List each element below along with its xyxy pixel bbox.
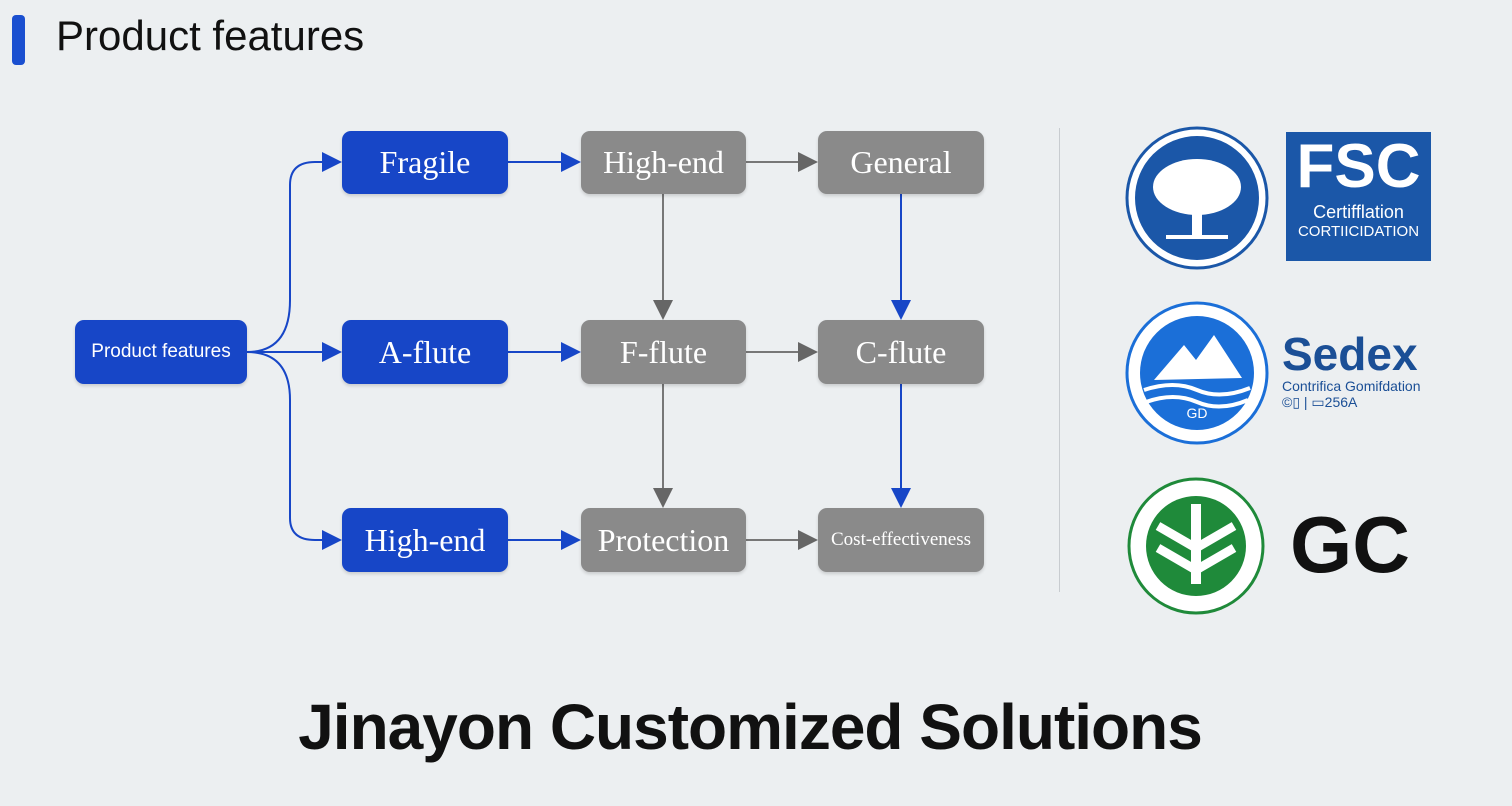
fsc-logo: FSC Certifflation CORTIICIDATION bbox=[1286, 132, 1431, 261]
sedex-line1: Contrifica Gomifdation bbox=[1282, 378, 1421, 394]
tree-seal-icon bbox=[1125, 126, 1269, 270]
divider bbox=[1059, 128, 1060, 592]
sedex-logo: Sedex Contrifica Gomifdation ©▯ | ▭256A bbox=[1282, 330, 1421, 411]
node-c-flute: C-flute bbox=[818, 320, 984, 384]
node-root: Product features bbox=[75, 320, 247, 384]
title-accent-bar bbox=[12, 15, 25, 65]
node-fragile: Fragile bbox=[342, 131, 508, 194]
sedex-line2: ©▯ | ▭256A bbox=[1282, 394, 1358, 410]
node-high-end-top: High-end bbox=[581, 131, 746, 194]
green-leaf-seal-icon bbox=[1127, 477, 1265, 615]
node-cost-effectiveness: Cost-effectiveness bbox=[818, 508, 984, 572]
page-title: Product features bbox=[56, 12, 365, 59]
sedex-seal-icon: GD bbox=[1125, 301, 1269, 445]
node-general: General bbox=[818, 131, 984, 194]
fsc-title: FSC bbox=[1296, 132, 1421, 201]
node-protection: Protection bbox=[581, 508, 746, 572]
node-f-flute: F-flute bbox=[581, 320, 746, 384]
footer-brand-title: Jinayon Customized Solutions bbox=[298, 691, 1203, 763]
gc-logo: GC bbox=[1290, 500, 1410, 589]
svg-text:GD: GD bbox=[1187, 405, 1208, 421]
fsc-line1: Certifflation bbox=[1313, 202, 1404, 222]
node-high-end-bottom: High-end bbox=[342, 508, 508, 572]
node-a-flute: A-flute bbox=[342, 320, 508, 384]
sedex-title: Sedex bbox=[1282, 328, 1418, 380]
fsc-line2: CORTIICIDATION bbox=[1297, 223, 1420, 240]
